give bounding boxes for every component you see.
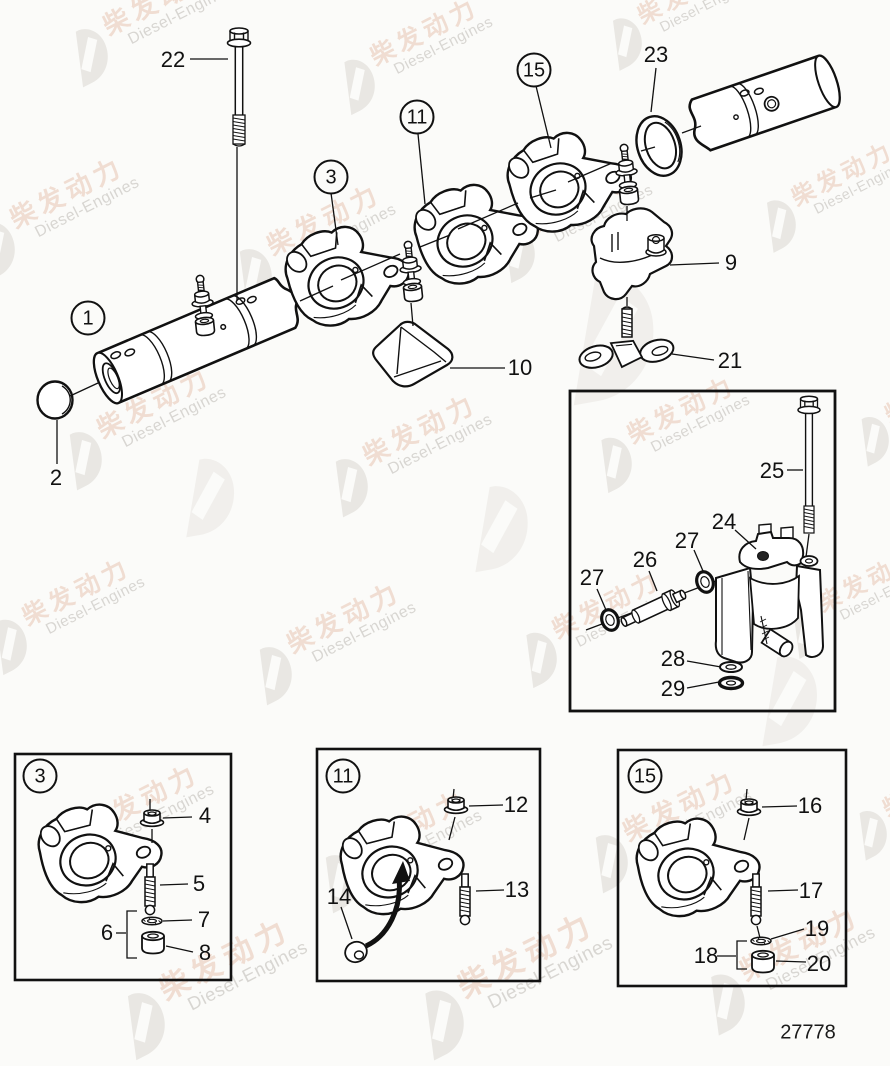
callout-11-circled: 11 (399, 99, 435, 135)
detail-rocker-arm-15 (629, 807, 767, 924)
seal-washer-27-right (692, 567, 718, 597)
callout-27-right: 27 (674, 528, 700, 553)
detail-box-3-frame (13, 752, 233, 982)
callout-16: 16 (797, 793, 823, 818)
adjusting-screw-part-5 (144, 863, 156, 916)
detail-box-11-ref-circled: 11 (325, 758, 361, 794)
bracket-housing-part-24 (714, 523, 825, 664)
ball-socket-part-20 (751, 949, 775, 974)
support-wedge-part-10 (372, 320, 454, 388)
rocker-shaft-part-1 (92, 276, 299, 405)
stud-part-21 (621, 306, 633, 338)
washer-part-19 (750, 936, 772, 946)
seal-ring-part-29 (717, 675, 745, 691)
inset-box-frame (568, 389, 837, 713)
bracket-part-9 (590, 207, 674, 301)
seal-washer-27-left (597, 605, 623, 635)
leader-lines (56, 58, 807, 970)
washer-part-7 (141, 916, 163, 926)
callout-9: 9 (724, 250, 738, 275)
callout-25: 25 (759, 458, 785, 483)
detail-box-15-frame (616, 748, 848, 988)
bearing-ring-part-23 (635, 115, 683, 177)
callout-7: 7 (197, 907, 211, 932)
callout-18: 18 (693, 943, 719, 968)
callout-14: 14 (326, 884, 352, 909)
seal-ring-part-28 (719, 661, 743, 673)
callout-23: 23 (643, 42, 669, 67)
callout-5: 5 (192, 871, 206, 896)
callout-15-circled: 15 (516, 52, 552, 88)
callout-26: 26 (632, 547, 658, 572)
shaft-end-section (688, 54, 841, 152)
adjusting-screw-part-13 (459, 873, 471, 926)
callout-1-circled: 1 (70, 300, 106, 336)
callout-19: 19 (804, 916, 830, 941)
detail-box-15-ref-circled: 15 (627, 758, 663, 794)
callout-28: 28 (660, 646, 686, 671)
pivot-pin-part-26 (620, 589, 687, 628)
locking-plate-part-21 (578, 338, 675, 369)
flange-bolt-part-25 (797, 395, 821, 558)
callout-24: 24 (711, 509, 737, 534)
rocker-arm-part-3 (276, 212, 419, 335)
callout-12: 12 (503, 792, 529, 817)
nut-part-16 (736, 798, 762, 817)
callout-29: 29 (660, 676, 686, 701)
callout-21: 21 (717, 348, 743, 373)
callout-2: 2 (49, 465, 63, 490)
detail-box-3-ref-circled: 3 (22, 758, 58, 794)
callout-6: 6 (100, 920, 114, 945)
callout-8: 8 (198, 940, 212, 965)
callout-17: 17 (798, 878, 824, 903)
flange-bolt-part-22 (226, 27, 252, 147)
nut-part-12 (443, 796, 469, 815)
callout-4: 4 (198, 803, 212, 828)
figure-number: 27778 (780, 1021, 836, 1044)
shaft-plug-part-2 (36, 380, 74, 420)
nut-part-4 (139, 809, 165, 828)
callout-27-left: 27 (579, 565, 605, 590)
insert-direction-arrow (364, 861, 410, 949)
detail-box-11-frame (315, 747, 542, 983)
plug-part-14 (344, 940, 368, 964)
callout-3-circled: 3 (313, 159, 349, 195)
callout-20: 20 (806, 951, 832, 976)
callout-13: 13 (504, 877, 530, 902)
callout-22: 22 (160, 47, 186, 72)
adjusting-screw-assembly-right (612, 142, 642, 207)
ball-socket-part-8 (141, 930, 165, 955)
callout-10: 10 (507, 355, 533, 380)
adjusting-screw-part-17 (750, 873, 762, 926)
